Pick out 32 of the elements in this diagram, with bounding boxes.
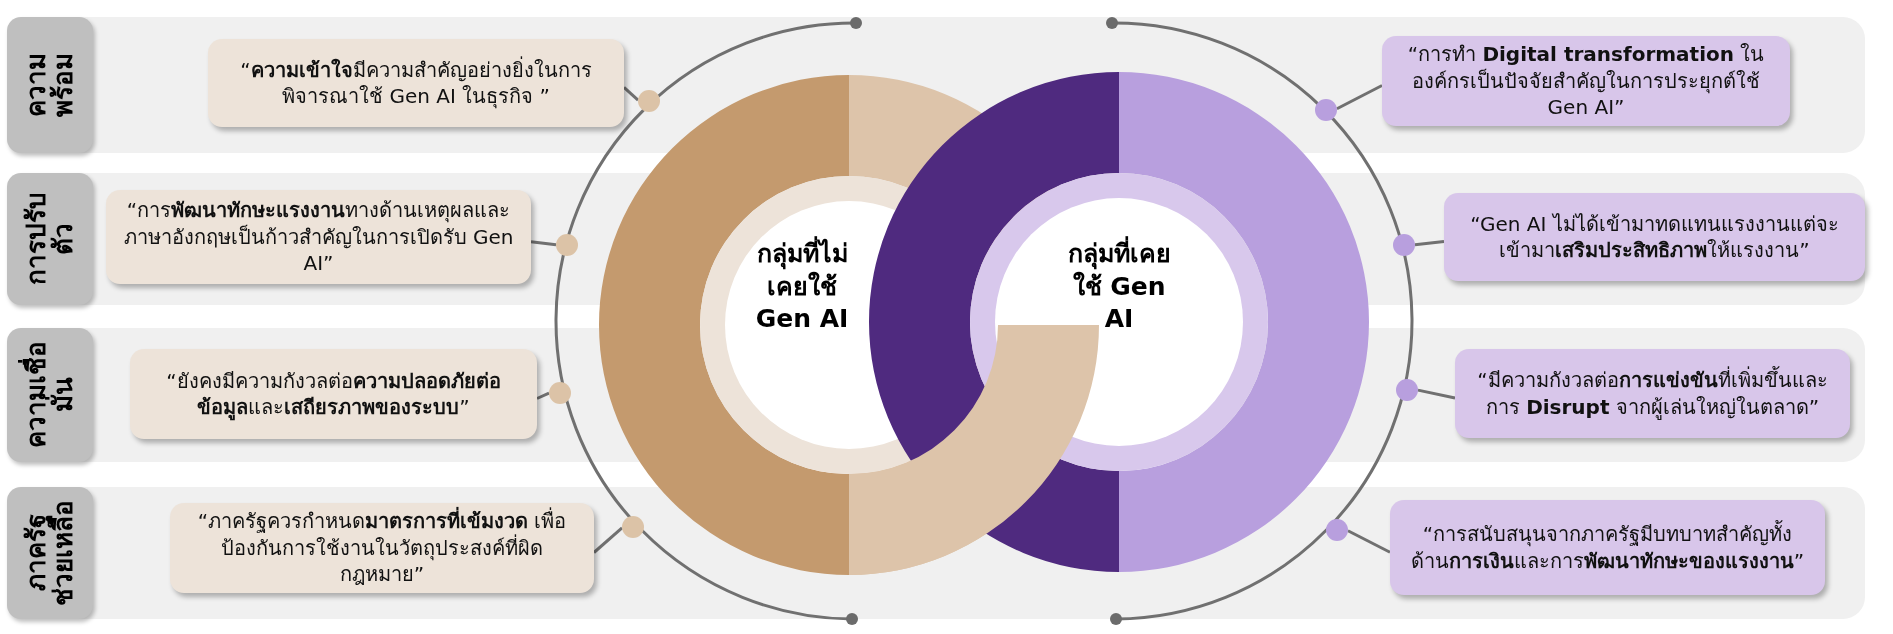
quote-text: “การสนับสนุนจากภาครัฐมีบทบาทสำคัญทั้งด้านการเงินและการพัฒนาทักษะของแรงงาน” [1409, 521, 1806, 574]
quote-box [1390, 500, 1825, 595]
category-tab [7, 17, 93, 153]
quote-text: “การพัฒนาทักษะแรงงานทางด้านเหตุผลและภาษาอังกฤษเป็นก้าวสำคัญในการเปิดรับ Gen AI” [122, 197, 515, 277]
leader-line [530, 240, 557, 247]
tab-label: การปรับตัว [22, 191, 78, 288]
quote-box [106, 190, 531, 284]
quote-box [208, 39, 624, 127]
category-tab [7, 173, 93, 305]
quote-text: “การทำ Digital transformation ในองค์กรเป็นปัจจัยสำคัญในการประยุกต์ใช้ Gen AI” [1406, 41, 1766, 121]
leader-line [1414, 239, 1445, 247]
quote-text: “มีความกังวลต่อการแข่งขันที่เพิ่มขึ้นและการ Disrupt จากผู้เล่นใหญ่ในตลาด” [1476, 367, 1829, 420]
quote-box [130, 349, 537, 439]
leader-line [593, 526, 624, 554]
leader-line [1347, 529, 1391, 554]
quote-text: “ความเข้าใจมีความสำคัญอย่างยิ่งในการพิจารณาใช้ Gen AI ในธุรกิจ ” [239, 56, 593, 110]
leader-line [536, 391, 550, 400]
category-tab [7, 487, 93, 619]
tab-label: ความเชื่อมั่น [22, 340, 78, 451]
tab-label: ความพร้อม [22, 52, 78, 119]
leader-line [1336, 84, 1383, 111]
leader-line [623, 86, 640, 102]
quote-box [1382, 36, 1790, 126]
quote-text: “Gen AI ไม่ได้เข้ามาทดแทนแรงงานแต่จะเข้ามาเสริมประสิทธิภาพให้แรงงาน” [1469, 210, 1840, 264]
quote-box [1455, 349, 1850, 438]
quote-box [170, 503, 594, 593]
quote-box [1444, 193, 1865, 281]
leader-line [1417, 388, 1456, 400]
quote-text: “ยังคงมีความกังวลต่อความปลอดภัยต่อข้อมูลและเสถียรภาพของระบบ” [165, 367, 502, 421]
category-tab [7, 328, 93, 462]
tab-label: ภาครัฐช่วยเหลือ [22, 499, 78, 608]
quote-text: “ภาครัฐควรกำหนดมาตรการที่เข้มงวด เพื่อป้องกันการใช้งานในวัตถุประสงค์ที่ผิดกฎหมาย” [196, 508, 568, 588]
